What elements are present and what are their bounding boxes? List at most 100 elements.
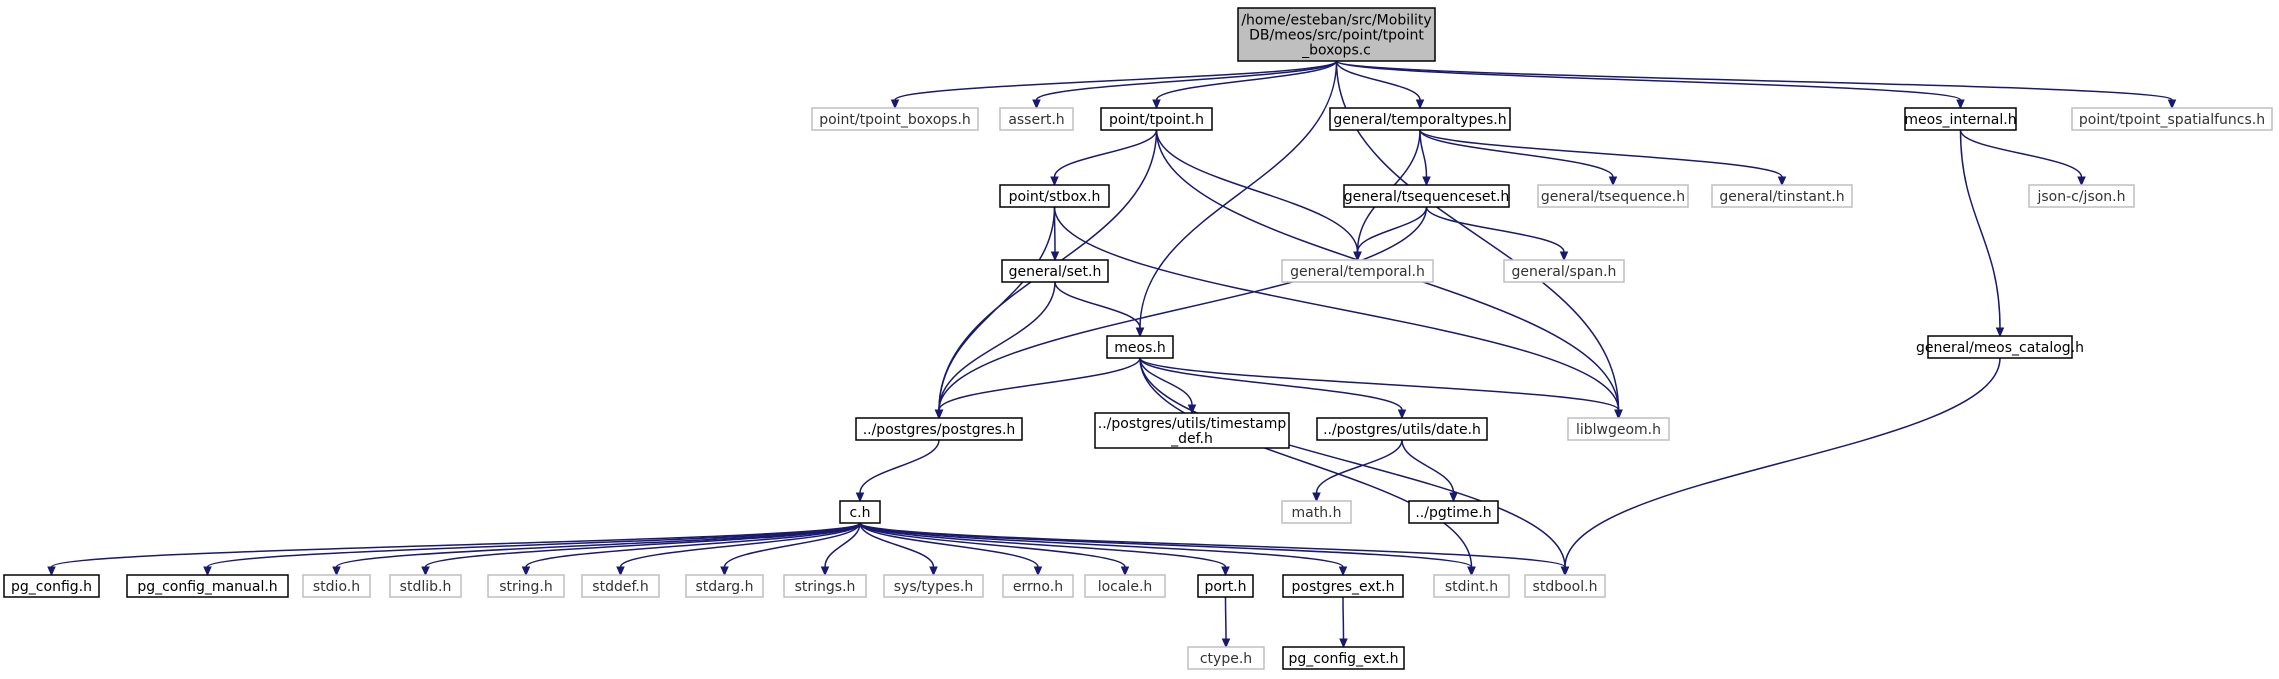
node-postgres-h[interactable]: ../postgres/postgres.h	[855, 417, 1023, 441]
edge-root-to-tpoint-boxops-h	[890, 60, 1338, 110]
node-label: general/span.h	[1512, 264, 1617, 280]
node-pg-config-h[interactable]: pg_config.h	[3, 574, 100, 598]
node-label: general/temporal.h	[1290, 264, 1425, 280]
node-assert-h: assert.h	[999, 107, 1074, 131]
node-c-h[interactable]: c.h	[839, 500, 881, 524]
edge-line	[859, 522, 1566, 568]
edge-line	[1959, 129, 2001, 329]
edge-line	[424, 522, 861, 568]
node-label: stddef.h	[592, 579, 648, 595]
node-port-h[interactable]: port.h	[1197, 574, 1254, 598]
node-stdio-h: stdio.h	[302, 574, 371, 598]
edge-arrowhead	[1135, 327, 1145, 338]
edge-meos-internal-h-to-meos-catalog-h	[1959, 129, 2005, 338]
node-label: sys/types.h	[894, 579, 973, 595]
edge-line	[1139, 357, 1473, 568]
node-box	[2028, 184, 2135, 208]
node-box	[1281, 259, 1434, 283]
node-box	[1282, 646, 1405, 670]
node-label: ../postgres/utils/date.h	[1323, 422, 1481, 438]
edge-line	[1419, 129, 1783, 178]
node-stbox-h[interactable]: point/stbox.h	[999, 184, 1110, 208]
edge-line	[1054, 281, 1141, 329]
node-label: pg_config.h	[11, 579, 92, 595]
node-label: general/tsequence.h	[1541, 189, 1685, 205]
node-pgtime-h[interactable]: ../pgtime.h	[1408, 500, 1499, 524]
node-label: general/set.h	[1009, 264, 1102, 280]
node-tpoint-boxops-h: point/tpoint_boxops.h	[811, 107, 979, 131]
node-label: assert.h	[1008, 112, 1064, 128]
edge-line	[859, 522, 1344, 568]
node-box	[1408, 500, 1499, 524]
node-label: stdbool.h	[1533, 579, 1598, 595]
node-label: strings.h	[795, 579, 856, 595]
edge-meos-h-to-postgres-h	[934, 357, 1141, 420]
node-pg-config-ext-h[interactable]: pg_config_ext.h	[1282, 646, 1405, 670]
edge-arrowhead	[616, 566, 625, 577]
node-postgres-ext-h[interactable]: postgres_ext.h	[1282, 574, 1404, 598]
node-box	[2071, 107, 2273, 131]
edge-c-h-to-stddef-h	[616, 522, 861, 577]
edges-layer	[47, 60, 2177, 649]
edge-arrowhead	[1221, 638, 1231, 649]
node-box	[1106, 335, 1174, 359]
node-meos-h[interactable]: meos.h	[1106, 335, 1174, 359]
edge-set-h-to-meos-h	[1054, 281, 1145, 338]
node-timestamp-def-h[interactable]: ../postgres/utils/timestamp_def.h	[1094, 412, 1290, 449]
edge-arrowhead	[1467, 566, 1476, 577]
node-box	[3, 574, 100, 598]
node-box	[1237, 7, 1436, 62]
edge-tpoint-h-to-temporal-h	[1155, 129, 1362, 262]
node-temporaltypes-h[interactable]: general/temporaltypes.h	[1329, 107, 1511, 131]
edge-line	[50, 522, 861, 568]
edge-c-h-to-postgres-ext-h	[859, 522, 1348, 577]
edge-postgres-ext-h-to-pg-config-ext-h	[1339, 596, 1348, 649]
edge-root-to-temporaltypes-h	[1335, 60, 1425, 110]
node-stddef-h: stddef.h	[581, 574, 660, 598]
edge-stbox-h-to-liblwgeom-h	[1053, 206, 1623, 420]
node-box	[1567, 417, 1670, 441]
node-label: meos.h	[1114, 340, 1165, 356]
node-box	[1197, 574, 1254, 598]
edge-arrowhead	[1353, 251, 1362, 262]
node-math-h: math.h	[1281, 500, 1352, 524]
edge-c-h-to-pg-config-manual-h	[203, 522, 861, 577]
edge-arrowhead	[203, 566, 212, 577]
edge-c-h-to-strings-h	[820, 522, 861, 577]
node-meos-catalog-h[interactable]: general/meos_catalog.h	[1916, 335, 2084, 359]
node-box	[999, 184, 1110, 208]
node-box	[1282, 574, 1404, 598]
node-box	[1001, 259, 1109, 283]
edge-line	[1335, 60, 2173, 101]
node-label: point/tpoint_spatialfuncs.h	[2079, 112, 2265, 128]
edge-temporaltypes-h-to-tsequence-h	[1419, 129, 1618, 187]
node-meos-internal-h[interactable]: meos_internal.h	[1904, 107, 2017, 131]
edge-line	[1155, 129, 1359, 253]
node-box	[811, 107, 979, 131]
edge-temporaltypes-h-to-tsequenceset-h	[1419, 129, 1431, 187]
node-pg-config-manual-h[interactable]: pg_config_manual.h	[126, 574, 289, 598]
edge-line	[1139, 357, 1403, 411]
edge-tsequenceset-h-to-temporal-h	[1353, 206, 1428, 262]
node-errno-h: errno.h	[1002, 574, 1074, 598]
edge-c-h-to-pg-config-h	[47, 522, 861, 577]
node-tsequenceset-h[interactable]: general/tsequenceset.h	[1343, 184, 1510, 208]
edge-line	[859, 439, 940, 494]
node-label: stdlib.h	[400, 579, 452, 595]
node-tpoint-h[interactable]: point/tpoint.h	[1100, 107, 1213, 131]
node-label: postgres_ext.h	[1292, 579, 1395, 595]
node-tsequence-h: general/tsequence.h	[1537, 184, 1689, 208]
node-box	[1433, 574, 1510, 598]
edge-arrowhead	[521, 566, 531, 577]
node-box	[1316, 417, 1488, 441]
node-set-h[interactable]: general/set.h	[1001, 259, 1109, 283]
node-date-h[interactable]: ../postgres/utils/date.h	[1316, 417, 1488, 441]
edge-line	[859, 522, 1039, 568]
node-box	[1329, 107, 1511, 131]
node-box	[389, 574, 462, 598]
edge-tsequenceset-h-to-span-h	[1425, 206, 1569, 262]
edge-date-h-to-math-h	[1312, 439, 1403, 503]
edge-arrowhead	[1560, 566, 1570, 577]
edge-arrowhead	[934, 409, 944, 420]
